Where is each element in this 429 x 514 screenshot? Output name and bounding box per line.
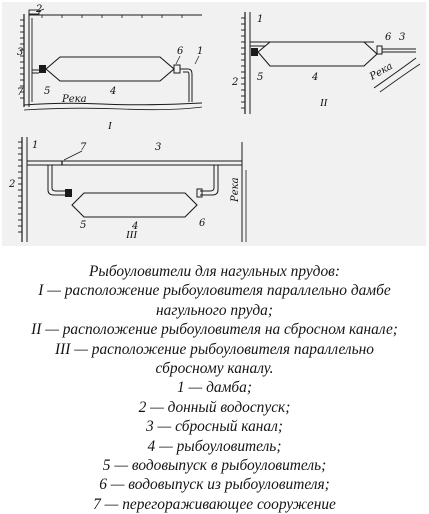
svg-text:1: 1 [257, 14, 263, 25]
river-label-3: Река [230, 177, 241, 203]
figure-caption: Рыбоуловители для нагульных прудов: I — … [0, 262, 429, 514]
bottom-outlet-1 [28, 9, 40, 15]
svg-text:1: 1 [32, 140, 38, 151]
caption-title: Рыбоуловители для нагульных прудов: [89, 263, 340, 280]
scheme-2: 1 2 5 4 6 3 Река II [231, 12, 421, 114]
caption-line-5: сбросному каналу. [155, 360, 274, 378]
scheme-label-1: I [107, 120, 113, 132]
svg-text:3: 3 [155, 142, 161, 153]
scheme-label-3: III [125, 229, 138, 241]
svg-text:6: 6 [385, 32, 392, 43]
svg-text:4: 4 [109, 86, 116, 97]
svg-text:7: 7 [17, 87, 24, 98]
legend-item-7: 7 — перегораживающее сооружение [93, 495, 336, 513]
svg-text:2: 2 [8, 179, 15, 190]
svg-text:2: 2 [35, 4, 42, 15]
svg-text:3: 3 [17, 47, 23, 58]
svg-text:3: 3 [399, 32, 405, 43]
svg-text:2: 2 [231, 77, 238, 88]
river-bank-1 [23, 102, 203, 106]
scheme-label-2: II [319, 97, 329, 109]
svg-text:5: 5 [257, 72, 263, 83]
legend-item-3: 3 — сбросный канал; [146, 418, 283, 436]
caption-line-3: II — расположение рыбоуловителя на сброс… [31, 321, 398, 339]
diagram-panel: 2 3 7 5 4 6 1 Река I [2, 2, 426, 246]
caption-line-2: нагульного пруда; [156, 301, 273, 319]
legend-item-2: 2 — донный водоспуск; [138, 398, 291, 416]
svg-text:5: 5 [80, 220, 86, 231]
river-label-1: Река [61, 94, 87, 105]
river-label-2: Река [367, 61, 395, 83]
inlet-1 [39, 65, 46, 73]
caption-line-1: I — расположение рыбоуловителя параллель… [38, 282, 391, 300]
river-bank-2 [373, 57, 417, 89]
svg-text:7: 7 [80, 142, 87, 153]
legend-item-4: 4 — рыбоуловитель; [147, 437, 282, 455]
svg-text:6: 6 [199, 218, 206, 229]
outlet-2 [376, 45, 383, 55]
fish-trap-1 [45, 56, 175, 82]
svg-text:5: 5 [44, 86, 50, 97]
outlet-1 [173, 64, 181, 74]
scheme-1: 2 3 7 5 4 6 1 Река I [17, 4, 203, 132]
fish-trap-3 [71, 192, 198, 218]
legend-item-6: 6 — водовыпуск из рыбоуловителя; [99, 476, 330, 494]
fish-trap-2 [257, 41, 378, 67]
svg-text:4: 4 [311, 72, 318, 83]
legend-item-1: 1 — дамба; [177, 379, 252, 397]
svg-text:6: 6 [177, 46, 184, 57]
inlet-2 [251, 48, 258, 56]
svg-text:1: 1 [197, 46, 203, 57]
outlet-3 [196, 188, 203, 198]
scheme-3: 1 2 7 3 5 4 6 Река III [8, 137, 247, 242]
svg-text:4: 4 [131, 221, 138, 232]
caption-line-4: III — расположение рыбоуловителя паралле… [55, 340, 374, 358]
legend-item-5: 5 — водовыпуск в рыбоуловитель; [102, 457, 327, 475]
fish-trap-diagram: 2 3 7 5 4 6 1 Река I [8, 4, 421, 242]
dam-1 [20, 14, 30, 107]
inlet-3 [65, 189, 72, 197]
